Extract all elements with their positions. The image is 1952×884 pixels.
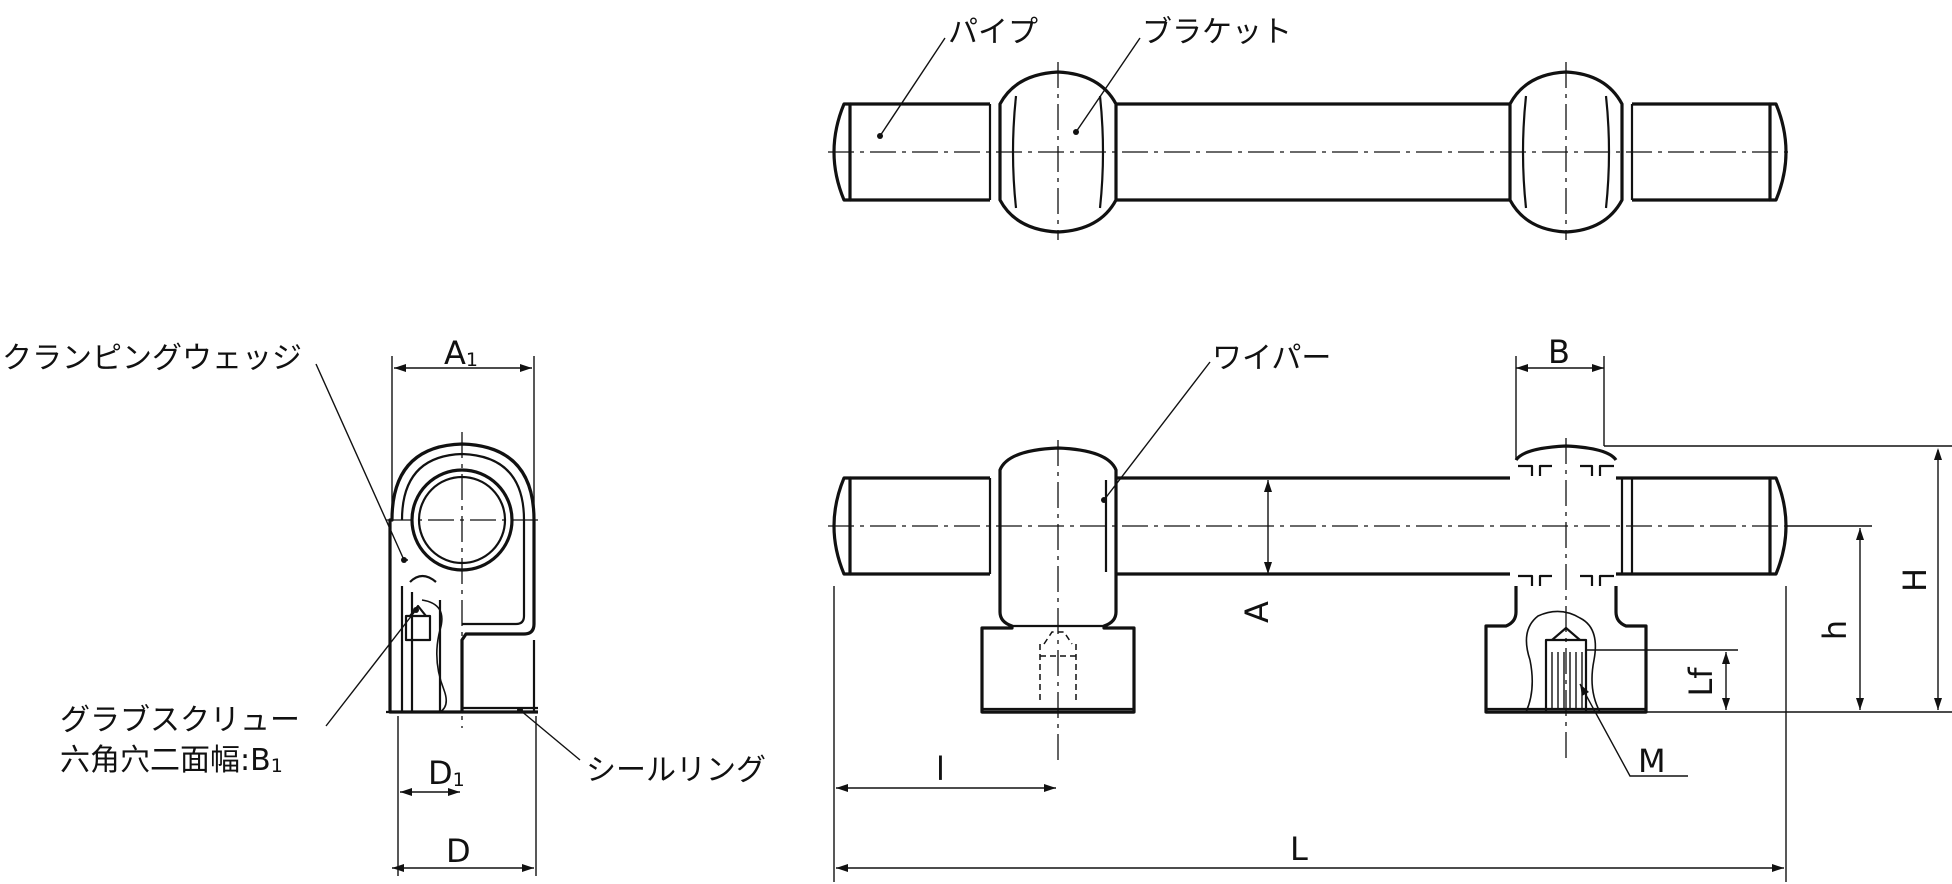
clamping-wedge-leader xyxy=(315,363,405,561)
label-seal-ring: シールリング xyxy=(586,753,766,788)
seal-ring-leader xyxy=(519,709,581,761)
side-view: ワイパー B A H h Lf M l xyxy=(828,333,1952,882)
label-wiper: ワイパー xyxy=(1212,341,1331,376)
label-clamping-wedge: クランピングウェッジ xyxy=(2,341,302,376)
label-grub-screw-1: グラブスクリュー xyxy=(60,703,300,738)
top-view: パイプ ブラケット xyxy=(828,15,1792,240)
end-view: A1 D1 D クランピングウェッジ グラブスクリュー 六角穴二面幅:B1 シー… xyxy=(2,334,766,876)
dim-B: B xyxy=(1548,333,1570,371)
grub-screw-leader xyxy=(325,609,417,727)
label-grub-screw-2: 六角穴二面幅:B1 xyxy=(60,743,283,778)
dim-A: A xyxy=(1238,601,1276,623)
pipe-leader xyxy=(879,37,946,137)
M-leader xyxy=(1579,683,1688,777)
side-left-pipe xyxy=(850,476,990,576)
side-left-bracket xyxy=(980,446,1136,714)
side-right-pipe xyxy=(1616,476,1770,576)
dim-D1: D1 xyxy=(428,754,465,792)
dim-A1: A1 xyxy=(444,334,478,372)
label-bracket: ブラケット xyxy=(1142,15,1292,50)
dim-L: L xyxy=(1290,830,1308,868)
top-right-end-cap xyxy=(1768,102,1788,202)
label-pipe: パイプ xyxy=(948,15,1038,50)
wiper-leader xyxy=(1103,361,1211,501)
dim-Lf: Lf xyxy=(1682,667,1720,697)
dim-D: D xyxy=(446,832,471,870)
bracket-leader xyxy=(1075,37,1141,133)
side-middle-pipe xyxy=(1116,476,1510,576)
top-middle-pipe xyxy=(1116,102,1510,202)
dim-h: h xyxy=(1816,620,1854,640)
top-left-end-cap xyxy=(832,102,852,202)
dim-l: l xyxy=(936,750,945,788)
dim-M: M xyxy=(1638,742,1666,780)
end-view-housing xyxy=(388,442,536,714)
top-right-pipe xyxy=(1632,102,1770,202)
top-left-pipe xyxy=(850,102,990,202)
dim-H: H xyxy=(1896,568,1934,592)
